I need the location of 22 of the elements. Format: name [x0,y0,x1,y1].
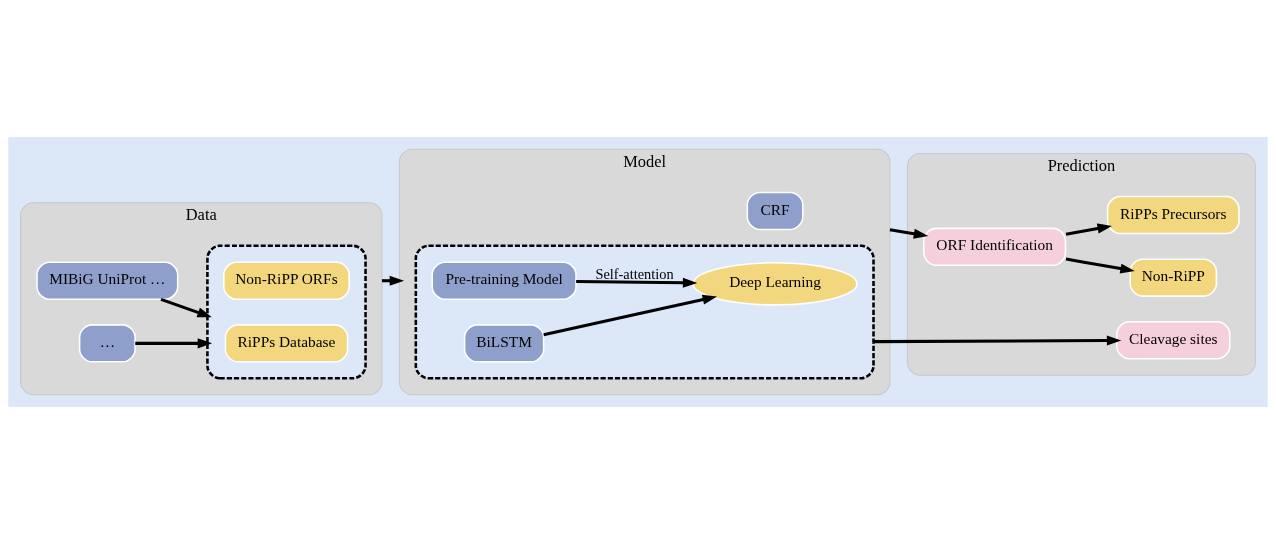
node-box: Cleavage sites [1116,321,1231,360]
arrow [1065,257,1135,274]
arrow [135,338,213,349]
node-box: RiPPs Database [224,324,349,363]
node-box: CRF [746,191,804,231]
arrow [889,228,929,239]
arrow [576,277,698,288]
arrow [160,297,212,318]
arrow [543,294,718,337]
cluster [414,244,875,380]
node-box: BiLSTM [463,324,545,363]
node-box: Non-RiPP [1129,258,1218,297]
arrow [1065,223,1112,236]
cluster [206,244,367,380]
node-box: … [78,324,136,363]
edge-label: Self-attention [595,265,674,282]
node-box: RiPPs Precursors [1106,195,1240,235]
node-box: Non-RiPP ORFs [223,261,350,300]
node-box: ORF Identification [923,227,1067,267]
node-box: Pre-training Model [431,261,577,300]
arrow [873,335,1122,346]
node-box: MIBiG UniProt … [36,261,179,300]
